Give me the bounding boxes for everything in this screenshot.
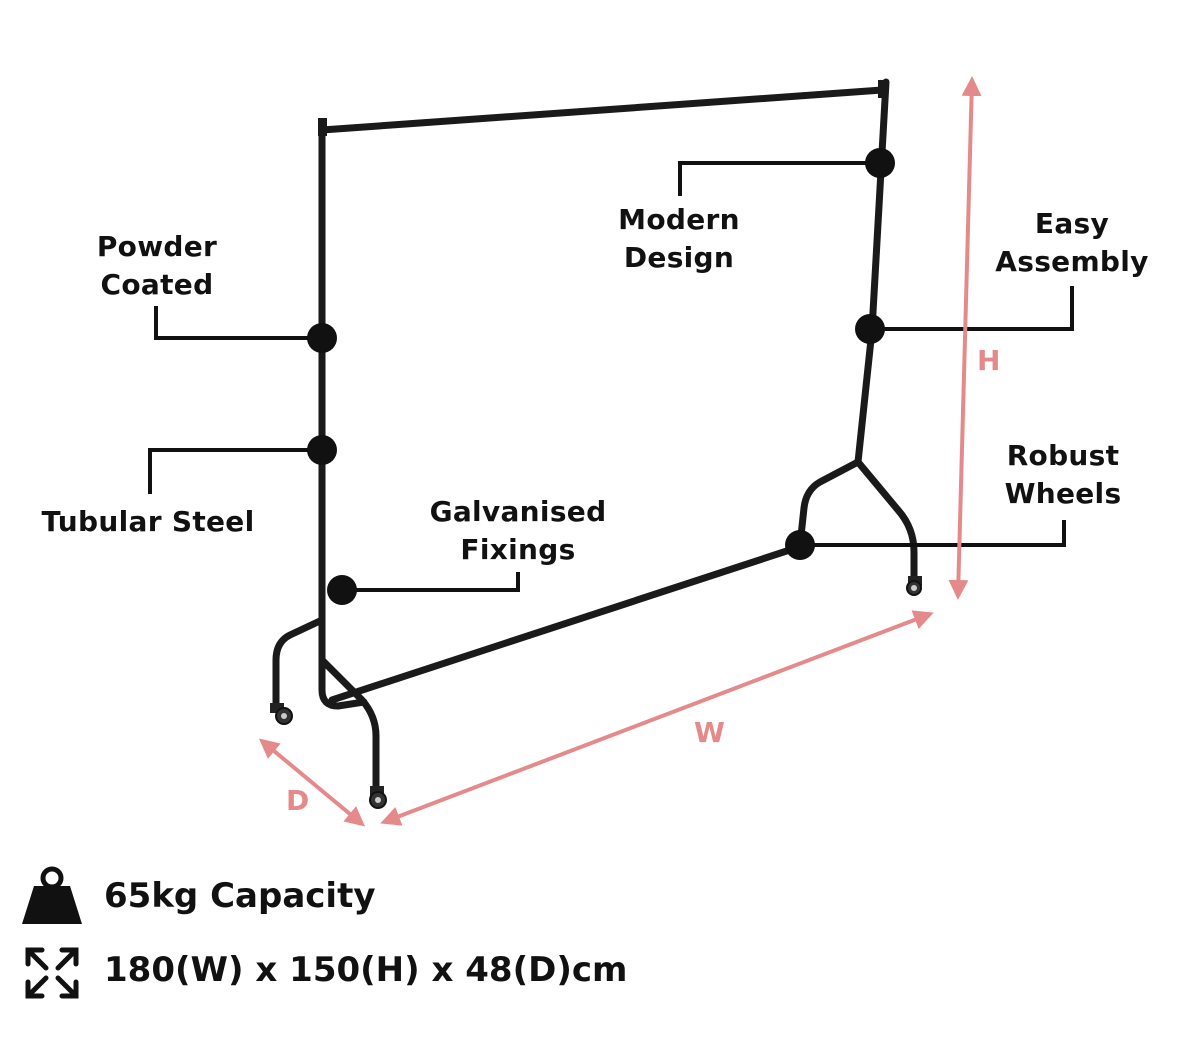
width-arrow — [380, 610, 934, 826]
dimension-arrows — [258, 76, 982, 827]
left-base — [272, 616, 380, 794]
height-arrow — [948, 76, 982, 600]
callout-line: Design — [623, 241, 735, 274]
callout-galvanised-fixings: Galvanised Fixings — [424, 493, 612, 569]
weight-icon — [22, 866, 82, 924]
callout-line: Galvanised — [429, 495, 607, 528]
right-wheel — [906, 576, 922, 596]
size-spec: 180(W) x 150(H) x 48(D)cm — [104, 950, 628, 990]
callout-line: Modern — [618, 203, 740, 236]
callout-line: Easy — [1034, 207, 1110, 240]
expand-arrows-icon — [25, 947, 79, 999]
capacity-spec: 65kg Capacity — [104, 876, 376, 916]
callout-easy-assembly: Easy Assembly — [990, 205, 1154, 281]
callout-line: Robust — [1006, 439, 1120, 472]
right-base — [796, 458, 918, 584]
width-label: W — [694, 716, 725, 749]
callout-line: Powder — [96, 230, 218, 263]
depth-label: D — [286, 784, 310, 817]
callout-robust-wheels: Robust Wheels — [1000, 437, 1126, 513]
callout-line: Wheels — [1004, 477, 1122, 510]
callout-dots — [307, 148, 895, 605]
callout-line: Coated — [100, 268, 214, 301]
callout-leaders — [148, 161, 1074, 592]
callout-line: Assembly — [995, 245, 1149, 278]
callout-modern-design: Modern Design — [606, 201, 752, 277]
height-label: H — [977, 344, 1001, 377]
callout-line: Tubular Steel — [41, 505, 255, 538]
rail-frame — [318, 78, 890, 710]
callout-line: Fixings — [460, 533, 576, 566]
rail-top-caps — [318, 80, 887, 136]
callout-tubular-steel: Tubular Steel — [40, 503, 256, 541]
callout-powder-coated: Powder Coated — [84, 228, 230, 304]
depth-arrow — [258, 738, 366, 827]
